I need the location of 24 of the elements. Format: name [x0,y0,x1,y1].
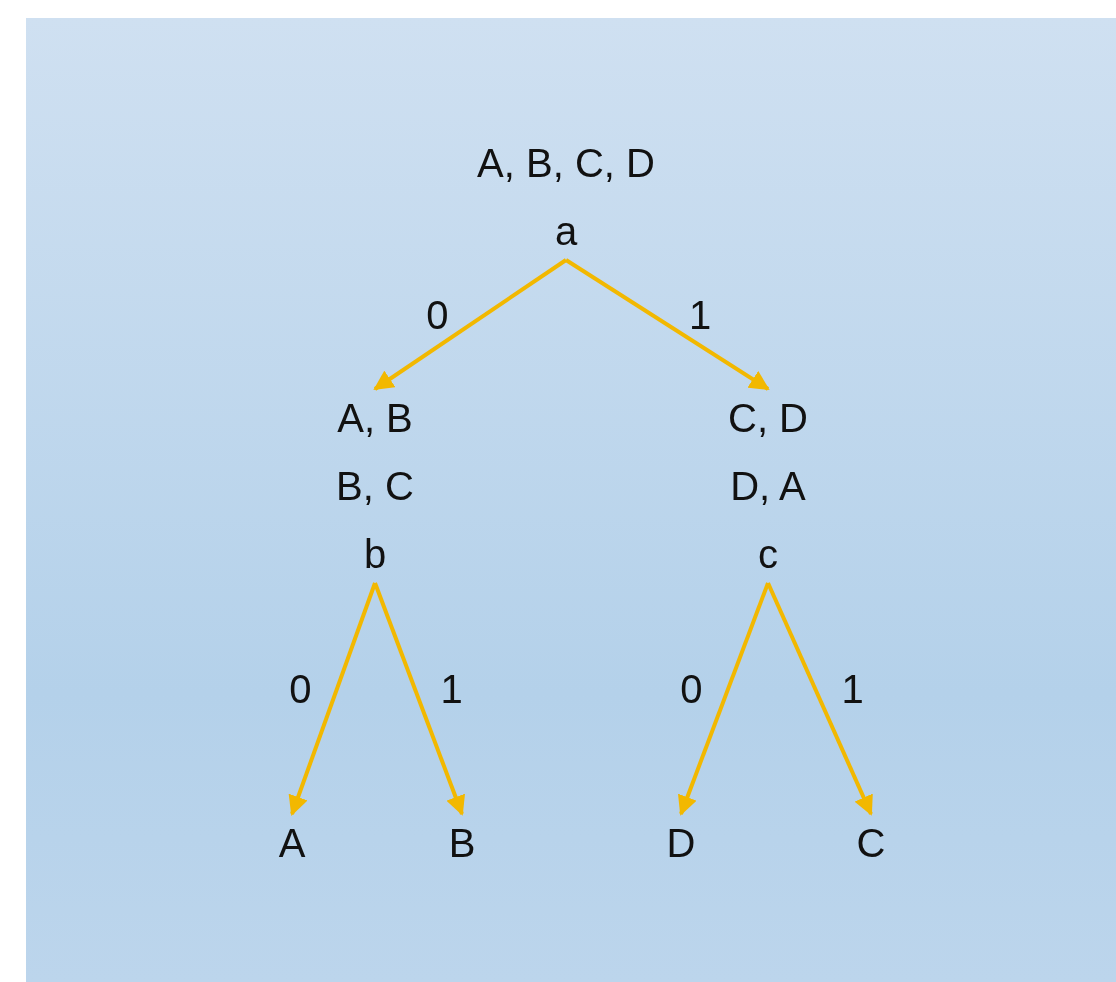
node-text: A [278,820,306,866]
arrow [678,582,770,816]
node-text: A, B, C, D [477,140,655,186]
edge-label: 1 [689,291,712,338]
node-text: B, C [336,463,414,509]
node-text: B [448,820,476,866]
node-text: b [363,531,387,577]
arrow [373,582,465,816]
node-text: C [856,820,886,866]
arrow [766,582,873,816]
node-text: a [554,208,578,254]
arrow [564,258,770,391]
edge-label: 0 [680,665,703,712]
node-text: D [666,820,696,866]
node-text: C, D [728,395,808,441]
arrow [373,258,568,391]
node-text: D, A [730,463,806,509]
edge-label: 0 [289,665,312,712]
arrow [288,582,377,816]
edge-label: 0 [426,291,449,338]
node-text: c [758,531,778,577]
node-text: A, B [337,395,413,441]
edge-label: 1 [440,665,463,712]
edge-label: 1 [841,665,864,712]
